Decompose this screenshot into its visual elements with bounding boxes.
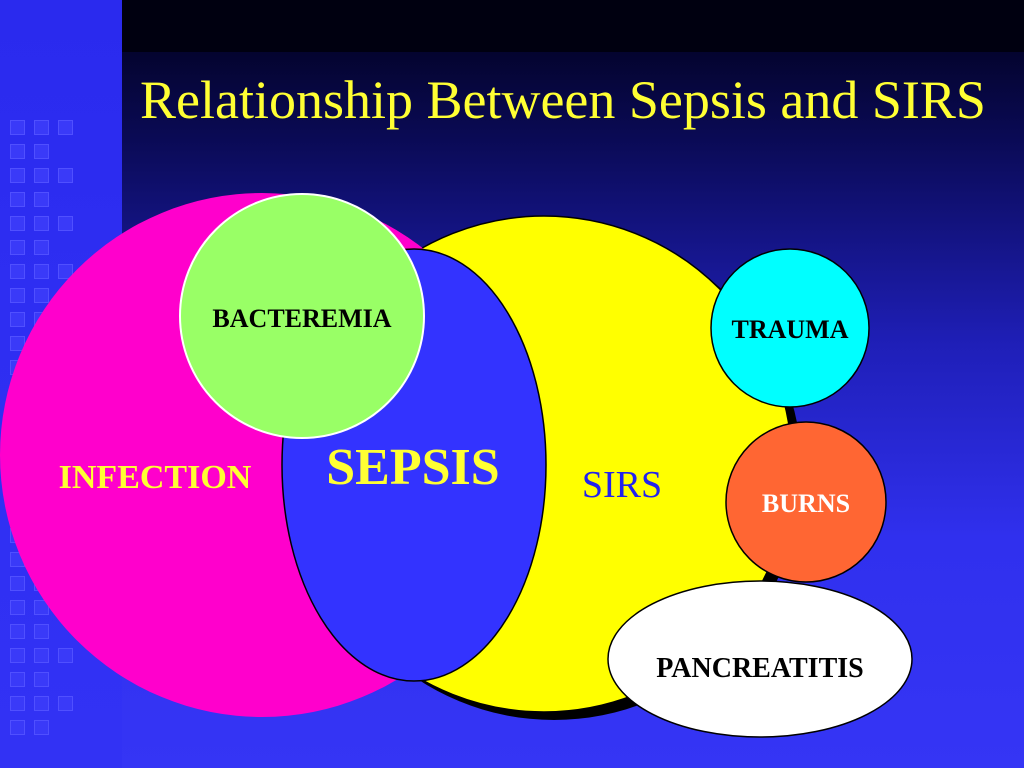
bacteremia-circle [179, 193, 425, 439]
trauma-circle [710, 248, 870, 408]
grid-square [34, 288, 49, 303]
grid-square [10, 624, 25, 639]
grid-square [10, 312, 25, 327]
pancreatitis-label: PANCREATITIS [656, 653, 863, 684]
grid-square [10, 144, 25, 159]
burns-circle [725, 421, 887, 583]
grid-square [10, 264, 25, 279]
grid-square [34, 600, 49, 615]
grid-square [58, 120, 73, 135]
grid-square [58, 264, 73, 279]
grid-square [34, 648, 49, 663]
grid-square [10, 216, 25, 231]
burns-label: BURNS [762, 489, 850, 518]
pancreatitis-ellipse [607, 580, 913, 738]
grid-square [34, 264, 49, 279]
grid-square [34, 168, 49, 183]
grid-square [10, 576, 25, 591]
bacteremia-label: BACTEREMIA [212, 304, 391, 333]
grid-square [34, 696, 49, 711]
slide-title: Relationship Between Sepsis and SIRS [140, 70, 986, 130]
top-bar [122, 0, 1024, 52]
grid-square [34, 240, 49, 255]
grid-square [10, 120, 25, 135]
sirs-label: SIRS [582, 464, 662, 506]
grid-square [34, 192, 49, 207]
grid-square [34, 144, 49, 159]
grid-square [10, 672, 25, 687]
grid-square [58, 168, 73, 183]
grid-square [58, 696, 73, 711]
grid-square [34, 624, 49, 639]
sepsis-label: SEPSIS [326, 439, 499, 496]
grid-square [34, 120, 49, 135]
trauma-label: TRAUMA [732, 315, 849, 344]
grid-square [34, 672, 49, 687]
grid-square [58, 648, 73, 663]
grid-square [10, 240, 25, 255]
grid-square [34, 216, 49, 231]
grid-square [10, 168, 25, 183]
grid-square [34, 720, 49, 735]
grid-square [10, 336, 25, 351]
grid-square [10, 288, 25, 303]
infection-label: INFECTION [59, 459, 252, 496]
grid-square [58, 216, 73, 231]
grid-square [10, 696, 25, 711]
grid-square [10, 648, 25, 663]
grid-square [10, 720, 25, 735]
grid-square [10, 192, 25, 207]
grid-square [10, 600, 25, 615]
